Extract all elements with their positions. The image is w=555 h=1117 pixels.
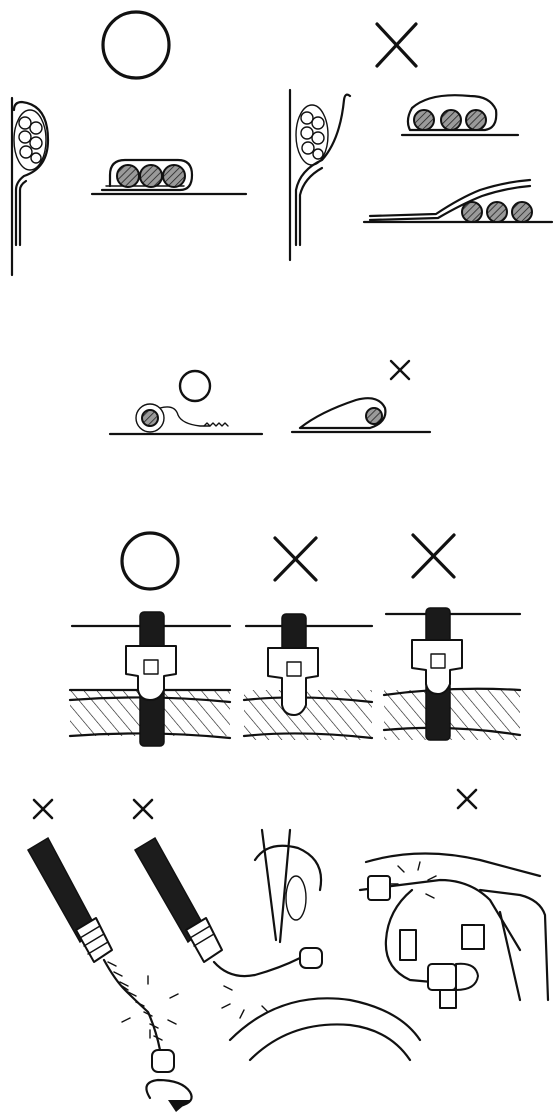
- ng-wall-wrap: [290, 90, 350, 260]
- panel-clip-wrap: [110, 361, 430, 434]
- panel-flat-cable-fold: [12, 12, 552, 275]
- ng-flat-wrap-ramp: [364, 180, 552, 222]
- ok-band-clamp: [70, 612, 230, 746]
- ng-band-clamp-loose: [384, 608, 520, 740]
- panel-wire-damage: [28, 790, 548, 1112]
- ng-clip: [292, 398, 430, 432]
- cross-ng-icon: [275, 538, 316, 580]
- cross-ng-icon: [34, 800, 52, 818]
- ng-pinched-wire: [135, 830, 420, 1060]
- ok-clip: [110, 404, 262, 434]
- cross-ng-icon: [377, 24, 416, 66]
- circle-ok-icon: [122, 533, 178, 589]
- cross-ng-icon: [458, 790, 476, 808]
- ok-wall-wrap: [12, 98, 48, 275]
- panel-band-clamp: [70, 533, 520, 746]
- ng-body-pinch-wire: [360, 853, 548, 1008]
- cross-ng-icon: [134, 800, 152, 818]
- ng-band-clamp-short: [244, 614, 372, 740]
- cross-ng-icon: [391, 361, 409, 379]
- ok-flat-wrap: [92, 160, 246, 194]
- circle-ok-icon: [180, 371, 210, 401]
- cross-ng-icon: [413, 535, 454, 577]
- circle-ok-icon: [103, 12, 169, 78]
- ng-flat-wrap-loose: [402, 95, 518, 135]
